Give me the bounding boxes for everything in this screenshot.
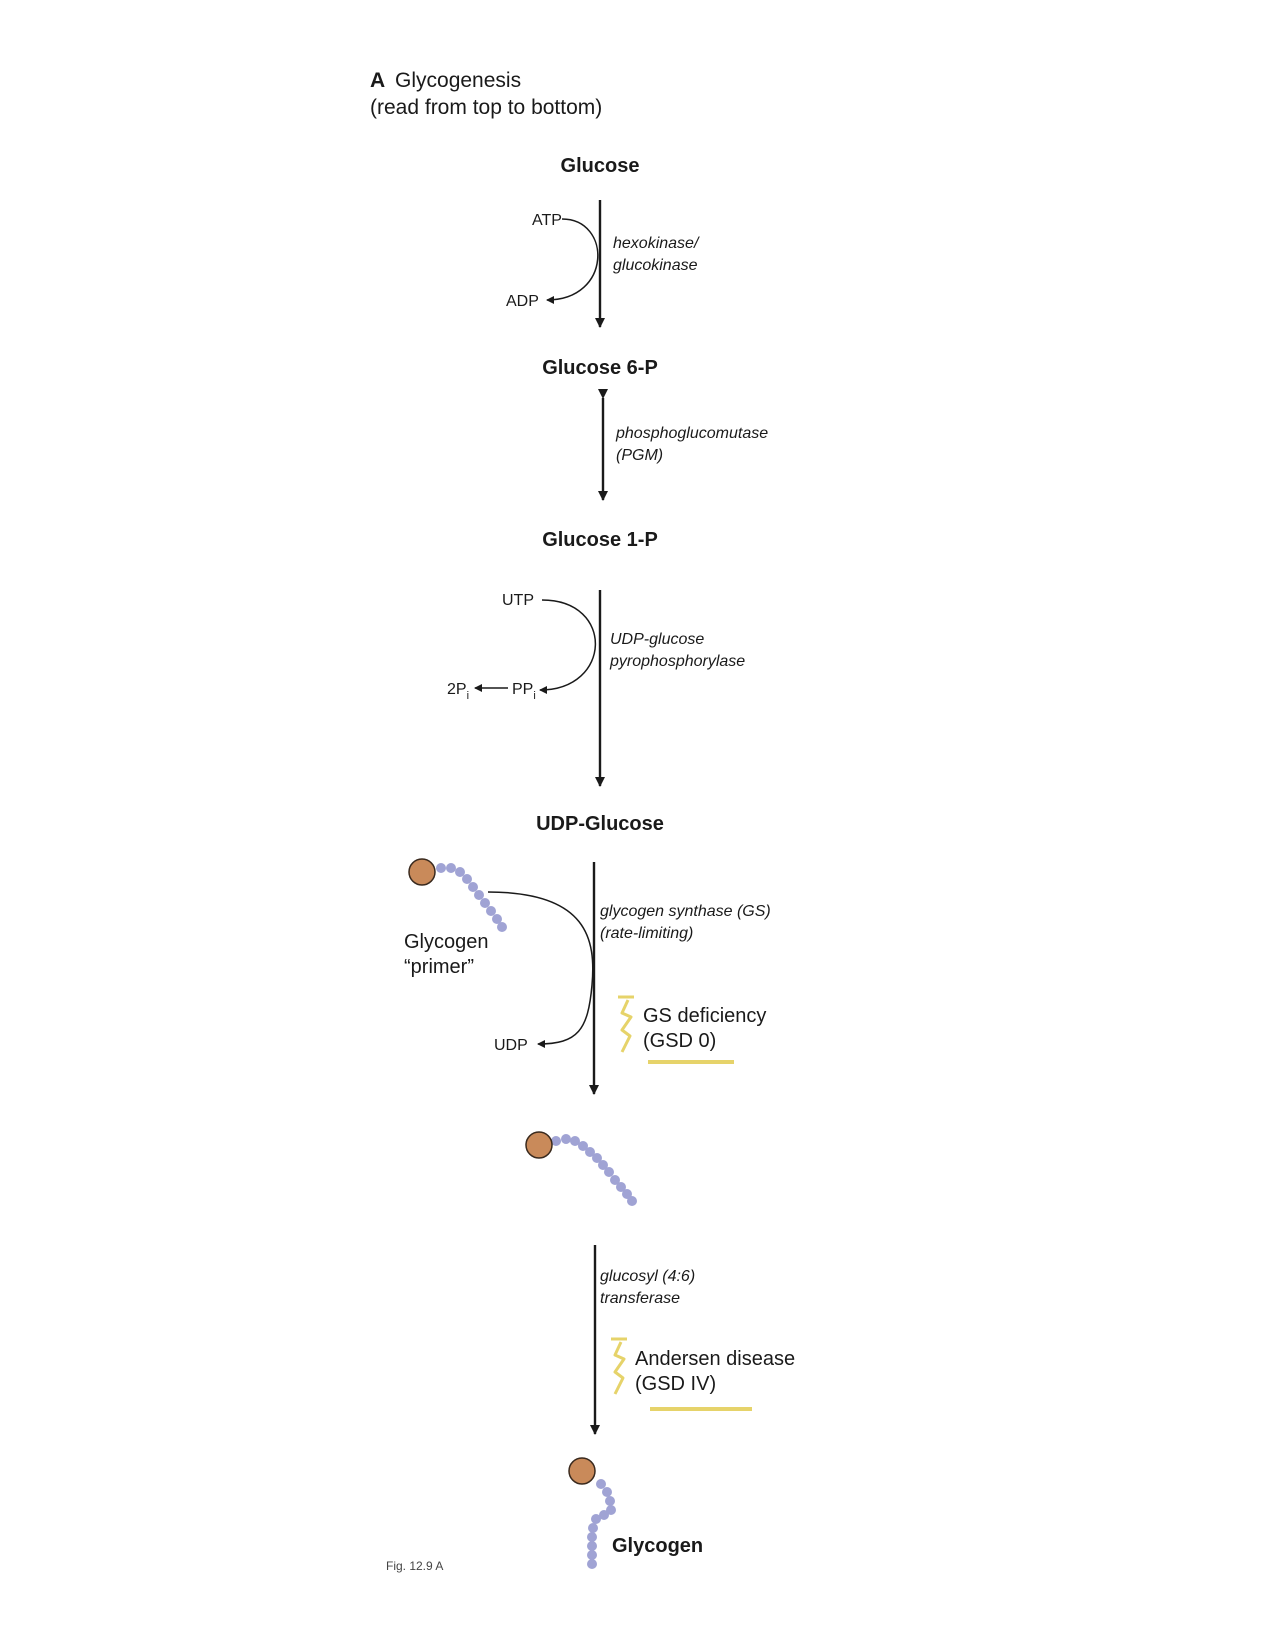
primer-label-line2: “primer” <box>404 956 474 978</box>
metabolite-glucose-6p: Glucose 6-P <box>542 357 658 379</box>
cofactor-ppi: PPi <box>512 681 536 702</box>
metabolite-glucose: Glucose <box>561 155 640 177</box>
cofactor-curve-atp-adp <box>546 218 599 304</box>
metabolite-glycogen: Glycogen <box>612 1535 703 1557</box>
lightning-icon <box>618 995 634 1053</box>
protein-core-icon <box>568 1457 596 1485</box>
enzyme-pgm-line2: (PGM) <box>616 447 663 464</box>
cofactor-curve-utp-ppi <box>539 599 597 694</box>
enzyme-ugp-line1: UDP-glucose <box>610 631 704 648</box>
lightning-icon <box>611 1337 627 1395</box>
metabolite-glucose-1p: Glucose 1-P <box>542 529 658 551</box>
cofactor-udp: UDP <box>494 1037 528 1054</box>
metabolite-udp-glucose: UDP-Glucose <box>536 813 664 835</box>
branched-glycogen-molecule <box>568 1457 616 1569</box>
enzyme-gs-line2: (rate-limiting) <box>600 925 693 942</box>
cofactor-2pi: 2Pi <box>447 681 469 702</box>
elongated-glycogen-molecule <box>525 1131 637 1206</box>
step-hexokinase: ATP ADP hexokinase/ glucokinase <box>506 200 700 328</box>
enzyme-gs-line1: glycogen synthase (GS) <box>600 903 771 920</box>
primer-label-line1: Glycogen <box>404 931 489 953</box>
panel-title: A Glycogenesis <box>370 69 521 92</box>
disease-gsd4-line1: Andersen disease <box>635 1348 795 1370</box>
disease-marker-gsd4: Andersen disease (GSD IV) <box>611 1337 795 1411</box>
step-glycogen-synthase: Glycogen “primer” UDP glycogen synthase … <box>404 858 771 1095</box>
cofactor-atp: ATP <box>532 212 562 229</box>
step-pgm: phosphoglucomutase (PGM) <box>598 389 768 501</box>
protein-core-icon <box>525 1131 553 1159</box>
glucose-chain-icon <box>436 863 507 932</box>
figure-caption: Fig. 12.9 A <box>386 1559 443 1573</box>
step-udp-glucose-pyrophosphorylase: UTP PPi 2Pi UDP-glucose pyrophosphorylas… <box>447 590 745 787</box>
disease-gsd4-line2: (GSD IV) <box>635 1373 716 1395</box>
glucose-chain-icon <box>587 1479 616 1569</box>
glycogen-primer-molecule <box>408 858 507 932</box>
cofactor-utp: UTP <box>502 592 534 609</box>
enzyme-pgm-line1: phosphoglucomutase <box>615 425 768 442</box>
disease-gsd0-line1: GS deficiency <box>643 1005 766 1027</box>
disease-marker-gsd0: GS deficiency (GSD 0) <box>618 995 766 1064</box>
enzyme-branching-line1: glucosyl (4:6) <box>600 1268 695 1285</box>
enzyme-branching-line2: transferase <box>600 1290 680 1307</box>
enzyme-ugp-line2: pyrophosphorylase <box>609 653 745 670</box>
enzyme-hexokinase-line2: glucokinase <box>613 257 698 274</box>
disease-gsd0-line2: (GSD 0) <box>643 1030 716 1052</box>
glucose-chain-icon <box>551 1134 637 1206</box>
panel-subtitle: (read from top to bottom) <box>370 96 602 119</box>
protein-core-icon <box>408 858 436 886</box>
cofactor-curve-primer-udp <box>487 891 594 1048</box>
cofactor-adp: ADP <box>506 293 539 310</box>
step-branching-enzyme: glucosyl (4:6) transferase Andersen dise… <box>590 1245 795 1435</box>
enzyme-hexokinase-line1: hexokinase/ <box>613 235 700 252</box>
